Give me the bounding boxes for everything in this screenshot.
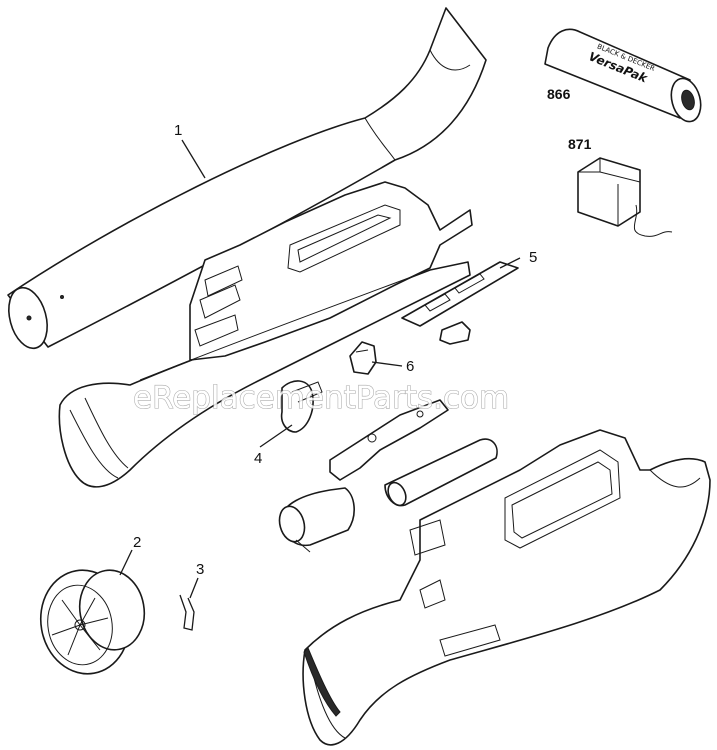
part-866-versapak-battery[interactable]: BLACK & DECKER VersaPak xyxy=(544,28,705,124)
motor[interactable] xyxy=(276,487,355,553)
callout-1: 1 xyxy=(174,122,182,139)
callout-4: 4 xyxy=(254,450,262,467)
callout-5: 5 xyxy=(529,249,537,266)
lower-housing-half[interactable] xyxy=(302,429,711,746)
switch-button[interactable] xyxy=(349,341,377,375)
part-4-terminal-holder[interactable] xyxy=(280,380,323,433)
part-3-spring-clip[interactable] xyxy=(179,594,195,631)
upper-housing-half[interactable] xyxy=(58,181,473,488)
part-6-switch-clip[interactable] xyxy=(439,321,471,345)
part-5-switch-slider[interactable] xyxy=(401,261,519,327)
callout-866: 866 xyxy=(547,86,571,102)
battery-tube-insert[interactable] xyxy=(384,438,498,508)
part-871-charger[interactable] xyxy=(577,157,673,237)
callout-6: 6 xyxy=(406,358,414,375)
part-2-fan-impeller[interactable] xyxy=(33,563,151,681)
part-1-blower-tube[interactable] xyxy=(3,7,487,353)
leader-lines xyxy=(119,139,521,599)
callout-2: 2 xyxy=(133,534,141,551)
callout-3: 3 xyxy=(196,561,204,578)
motor-bracket[interactable] xyxy=(329,399,449,481)
callout-labels: 1 2 3 4 5 6 866 871 xyxy=(133,86,592,578)
callout-871: 871 xyxy=(568,136,592,152)
watermark-text: eReplacementParts.com xyxy=(133,380,509,416)
